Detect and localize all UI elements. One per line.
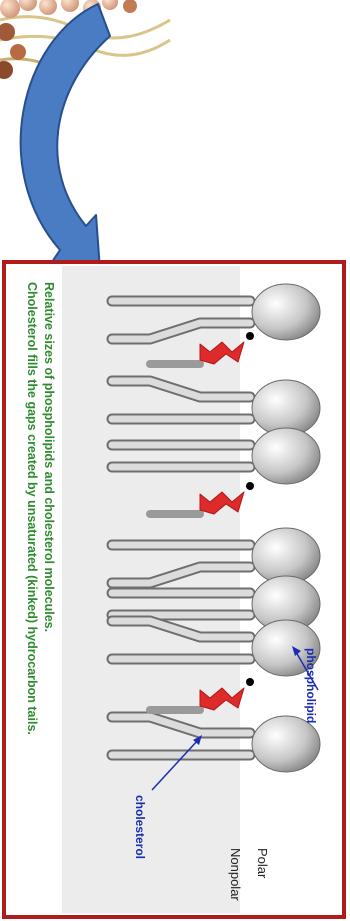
caption-line-2: Cholesterol fills the gaps created by un… — [25, 282, 39, 735]
nonpolar-label: Nonpolar — [228, 848, 243, 901]
polar-label: Polar — [255, 848, 270, 878]
caption-line-1: Relative sizes of phospholipids and chol… — [42, 282, 56, 632]
phospholipid-label: phospholipid — [304, 648, 318, 723]
curved-arrow-icon — [21, 4, 110, 270]
cholesterol-label: cholesterol — [133, 795, 147, 859]
